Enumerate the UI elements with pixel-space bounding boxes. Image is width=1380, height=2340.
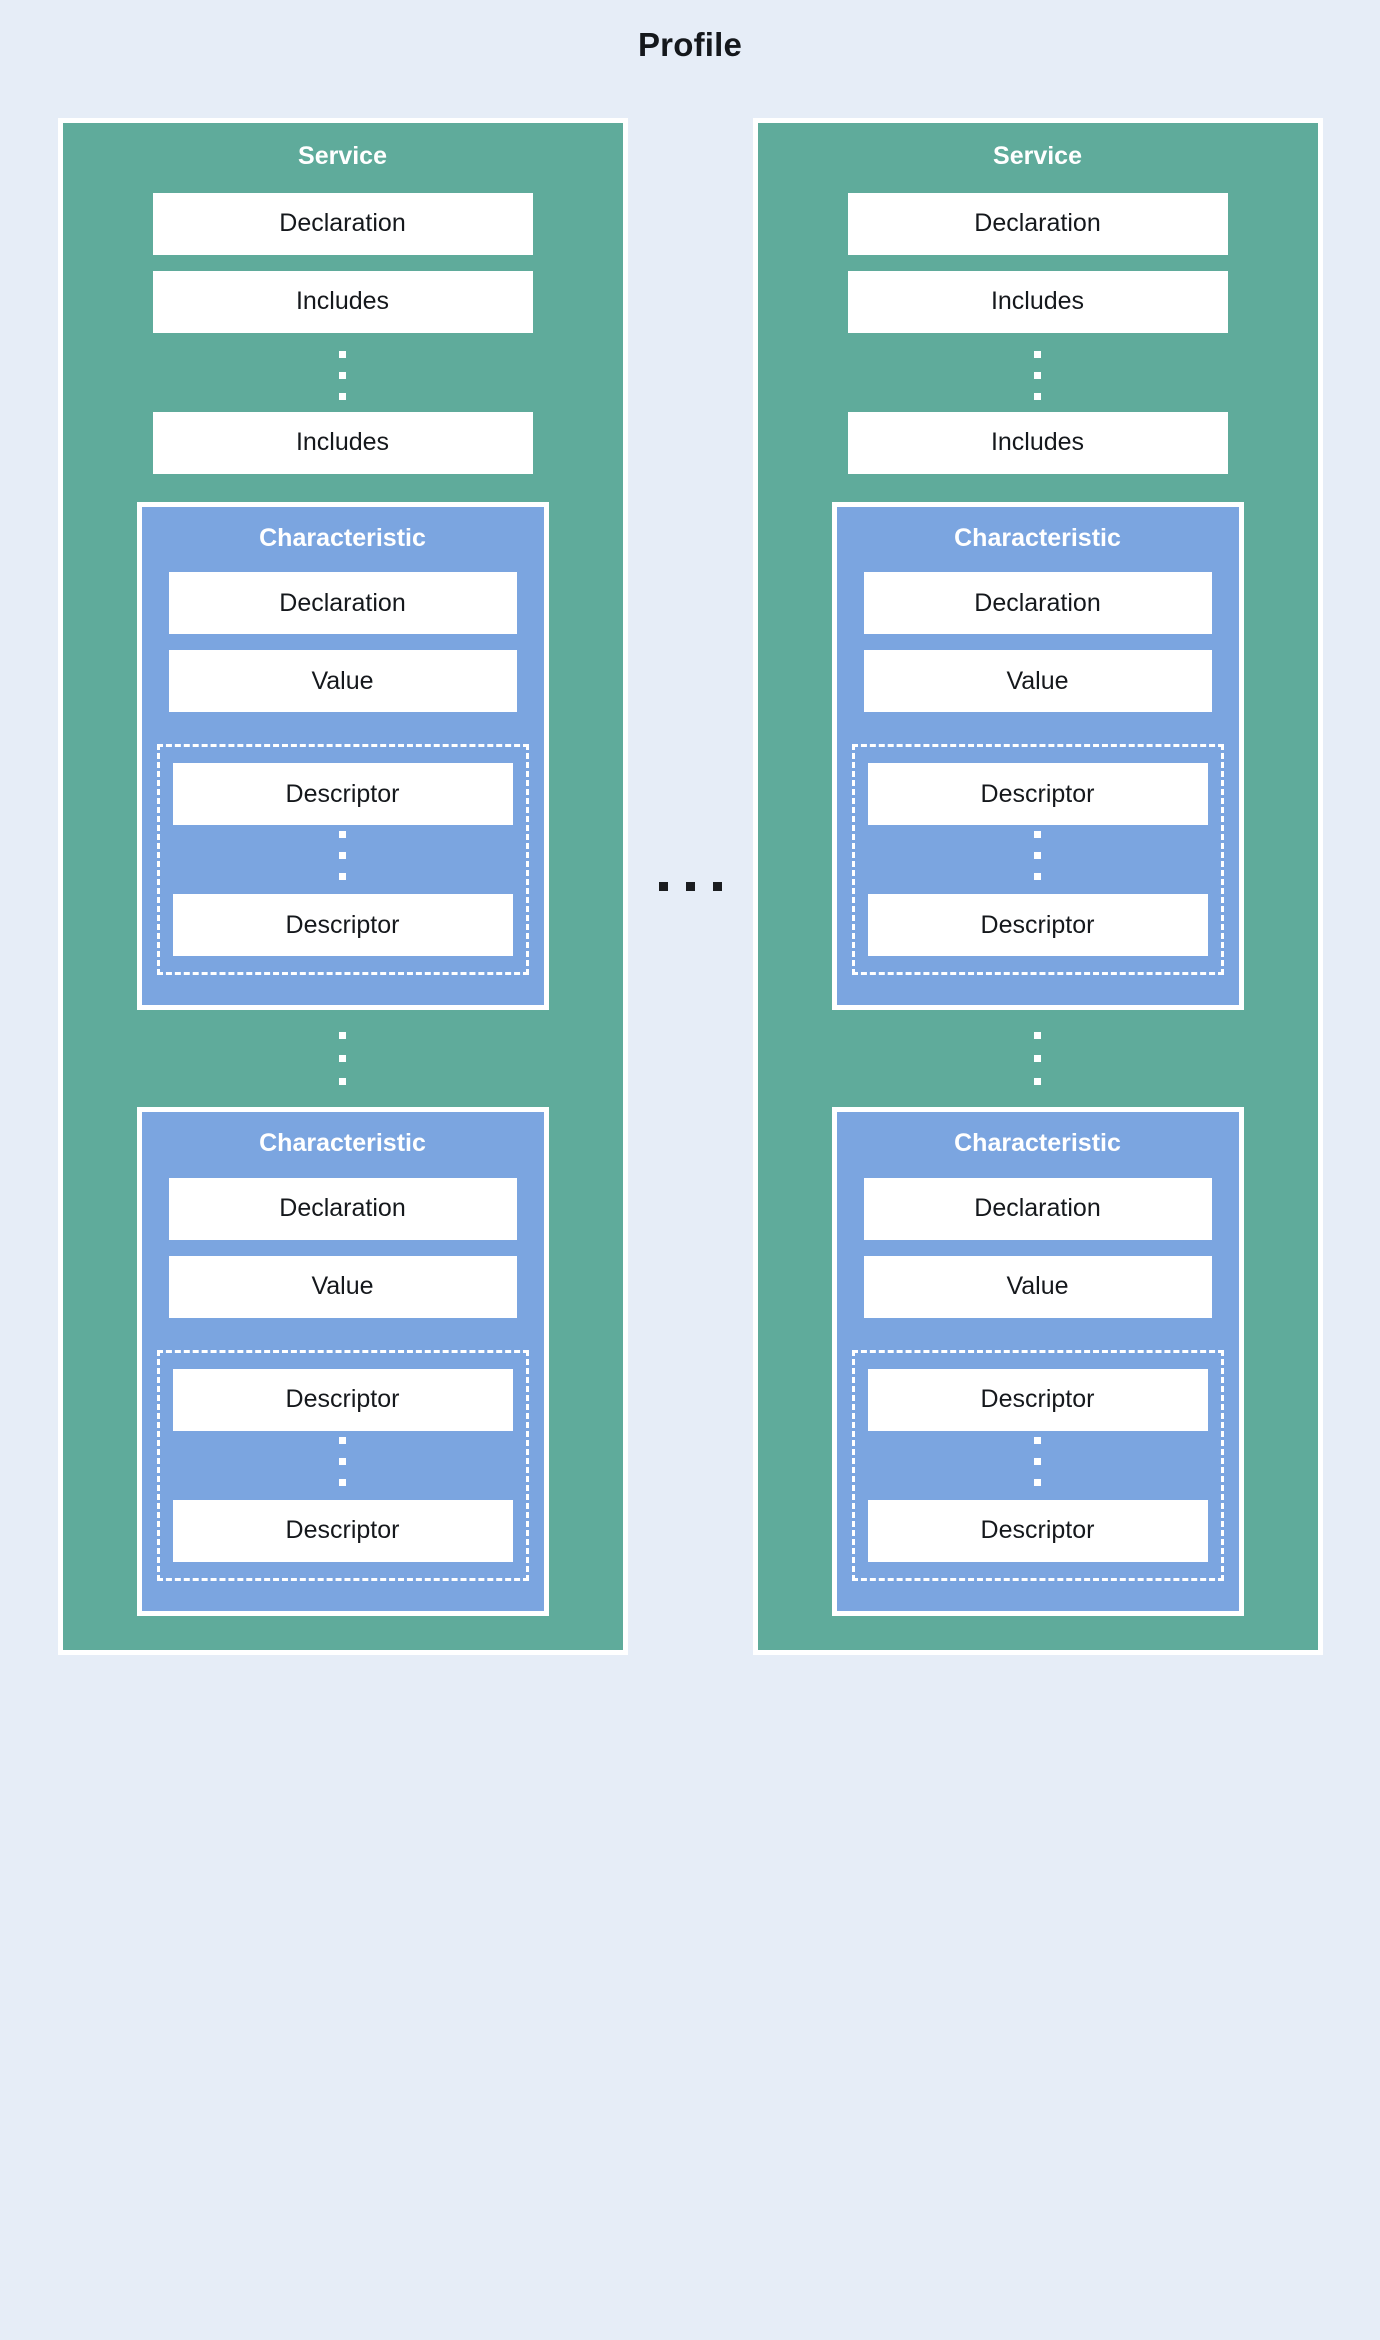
ellipsis-dot — [339, 392, 346, 400]
service-title: Service — [298, 142, 387, 170]
characteristic-declaration-box[interactable]: Declaration — [863, 572, 1212, 634]
characteristic-ellipsis — [339, 1032, 346, 1085]
descriptor-ellipsis — [1034, 831, 1041, 880]
service-includes-box-last[interactable]: Includes — [152, 411, 533, 474]
ellipsis-dot — [1034, 1078, 1041, 1085]
service-panel-right[interactable]: Service Declaration Includes Includes Ch… — [752, 118, 1323, 1655]
ellipsis-dot — [1034, 1478, 1041, 1486]
characteristic-ellipsis — [1034, 1032, 1041, 1085]
characteristic-declaration-box[interactable]: Declaration — [863, 1177, 1212, 1240]
ellipsis-dot — [339, 1457, 346, 1465]
ellipsis-dot — [1034, 350, 1041, 358]
characteristic-value-box[interactable]: Value — [863, 650, 1212, 712]
ellipsis-dot — [1034, 371, 1041, 379]
services-horizontal-ellipsis — [658, 881, 722, 891]
service-slot-left: Service Declaration Includes Includes Ch… — [55, 118, 630, 1655]
characteristic-panel[interactable]: Characteristic Declaration Value Descrip… — [136, 501, 549, 1010]
descriptor-group[interactable]: Descriptor Descriptor — [156, 744, 529, 975]
ellipsis-dot — [339, 873, 346, 880]
ellipsis-dot — [339, 371, 346, 379]
ellipsis-dot — [339, 831, 346, 838]
descriptor-group[interactable]: Descriptor Descriptor — [851, 744, 1224, 975]
characteristic-panel[interactable]: Characteristic Declaration Value Descrip… — [831, 501, 1244, 1010]
descriptor-box-last[interactable]: Descriptor — [172, 894, 513, 956]
ellipsis-dot — [1034, 1436, 1041, 1444]
descriptor-box-last[interactable]: Descriptor — [172, 1499, 513, 1562]
descriptor-ellipsis — [1034, 1436, 1041, 1486]
service-declaration-box[interactable]: Declaration — [847, 192, 1228, 255]
ellipsis-dot — [339, 1478, 346, 1486]
ellipsis-dot — [339, 1436, 346, 1444]
characteristic-title: Characteristic — [259, 523, 426, 552]
characteristic-panel[interactable]: Characteristic Declaration Value Descrip… — [831, 1107, 1244, 1616]
descriptor-box-first[interactable]: Descriptor — [172, 1368, 513, 1431]
ellipsis-dot — [339, 350, 346, 358]
service-title: Service — [993, 142, 1082, 170]
characteristic-value-box[interactable]: Value — [863, 1255, 1212, 1318]
descriptor-box-first[interactable]: Descriptor — [867, 763, 1208, 825]
ellipsis-dot — [1034, 873, 1041, 880]
characteristic-value-box[interactable]: Value — [168, 650, 517, 712]
descriptor-ellipsis — [339, 831, 346, 880]
service-includes-box[interactable]: Includes — [847, 270, 1228, 333]
service-includes-box-last[interactable]: Includes — [847, 411, 1228, 474]
descriptor-box-first[interactable]: Descriptor — [867, 1368, 1208, 1431]
service-includes-ellipsis — [339, 350, 346, 400]
descriptor-group[interactable]: Descriptor Descriptor — [156, 1349, 529, 1581]
ellipsis-dot — [658, 881, 668, 891]
ellipsis-dot — [339, 1078, 346, 1085]
service-includes-ellipsis — [1034, 350, 1041, 400]
characteristic-title: Characteristic — [259, 1129, 426, 1157]
service-includes-box[interactable]: Includes — [152, 270, 533, 333]
service-panel-left[interactable]: Service Declaration Includes Includes Ch… — [57, 118, 628, 1655]
descriptor-ellipsis — [339, 1436, 346, 1486]
characteristic-declaration-box[interactable]: Declaration — [168, 1177, 517, 1240]
page-title: Profile — [637, 26, 743, 63]
descriptor-box-last[interactable]: Descriptor — [867, 1499, 1208, 1562]
descriptor-box-first[interactable]: Descriptor — [172, 763, 513, 825]
characteristic-panel[interactable]: Characteristic Declaration Value Descrip… — [136, 1107, 549, 1616]
characteristic-title: Characteristic — [954, 523, 1121, 552]
ellipsis-dot — [1034, 1032, 1041, 1039]
ellipsis-dot — [1034, 1457, 1041, 1465]
ellipsis-dot — [339, 852, 346, 859]
ellipsis-dot — [339, 1032, 346, 1039]
descriptor-group[interactable]: Descriptor Descriptor — [851, 1349, 1224, 1581]
ellipsis-dot — [712, 881, 722, 891]
ellipsis-dot — [1034, 1055, 1041, 1062]
ellipsis-dot — [1034, 831, 1041, 838]
service-slot-right: Service Declaration Includes Includes Ch… — [750, 118, 1325, 1655]
characteristic-value-box[interactable]: Value — [168, 1255, 517, 1318]
characteristic-title: Characteristic — [954, 1129, 1121, 1157]
descriptor-box-last[interactable]: Descriptor — [867, 894, 1208, 956]
ellipsis-dot — [685, 881, 695, 891]
ellipsis-dot — [339, 1055, 346, 1062]
service-columns: Service Declaration Includes Includes Ch… — [0, 118, 1380, 1655]
service-declaration-box[interactable]: Declaration — [152, 192, 533, 255]
services-gap — [630, 118, 750, 1655]
characteristic-declaration-box[interactable]: Declaration — [168, 572, 517, 634]
ellipsis-dot — [1034, 392, 1041, 400]
ellipsis-dot — [1034, 852, 1041, 859]
